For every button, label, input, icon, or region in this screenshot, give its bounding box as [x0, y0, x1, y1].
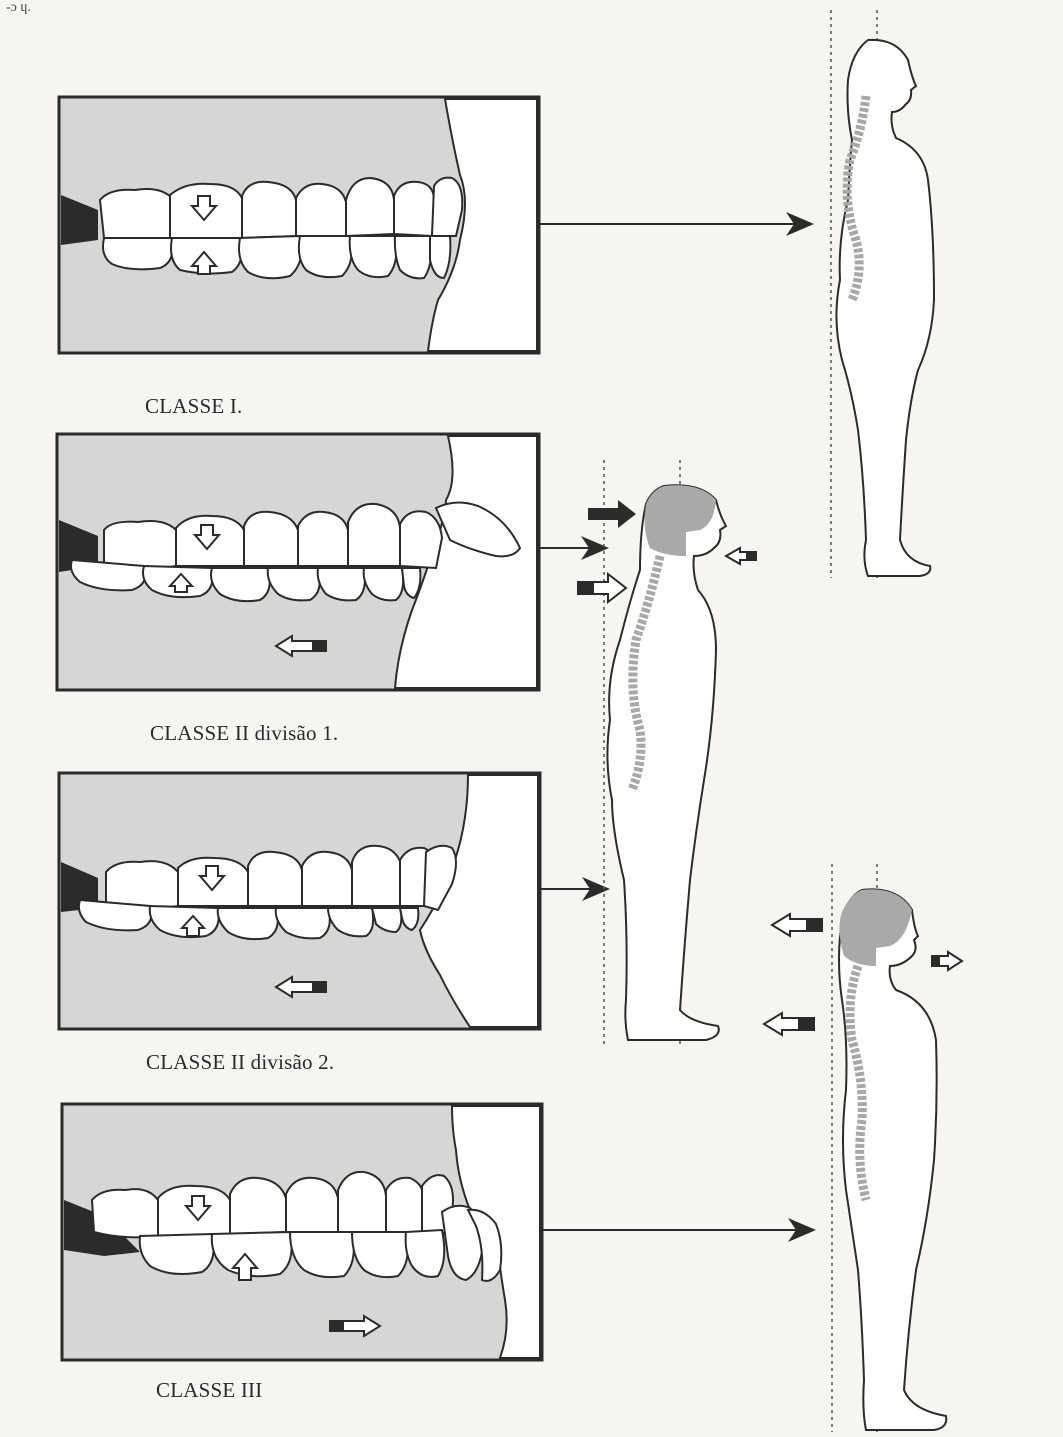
arrow-right-icon: [932, 952, 962, 970]
caption-classe-3: CLASSE III: [156, 1378, 262, 1403]
panel-classe-2-div-2: [59, 773, 540, 1029]
arrow-left-icon: [772, 914, 822, 936]
arrow-right-icon: [578, 574, 626, 602]
caption-classe-2-div-2: CLASSE II divisão 2.: [146, 1050, 334, 1075]
arrow-left-icon: [764, 1013, 814, 1035]
panel-classe-1: [59, 97, 539, 353]
panel-classe-2-div-1: [57, 434, 539, 690]
arrow-right-icon: [588, 500, 636, 528]
arrow-left-icon: [726, 548, 756, 564]
caption-classe-2-div-1: CLASSE II divisão 1.: [150, 721, 338, 746]
caption-classe-1: CLASSE I.: [145, 394, 242, 419]
posture-figure-class-3: [764, 864, 962, 1432]
posture-figure-class-1: [831, 10, 934, 578]
panel-classe-3: [62, 1104, 542, 1360]
